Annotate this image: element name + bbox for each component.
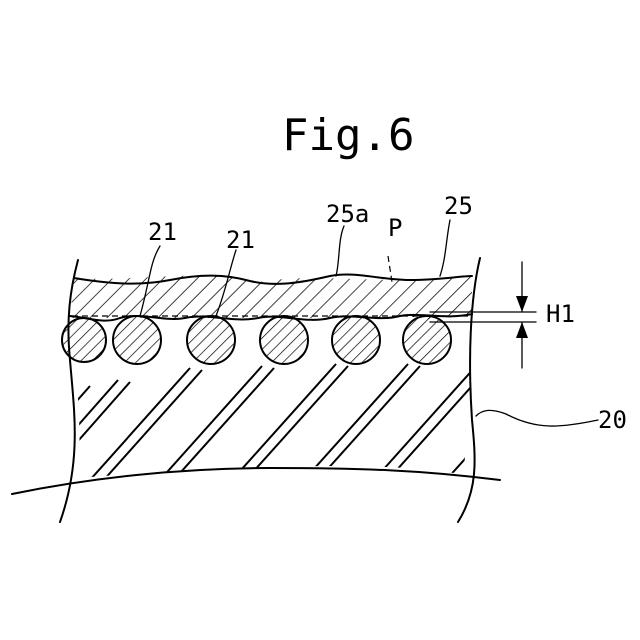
label-25a: 25a: [326, 200, 369, 228]
leader-20: [476, 410, 598, 426]
label-20: 20: [598, 406, 627, 434]
label-21-right: 21: [226, 226, 255, 254]
leader-25: [440, 220, 450, 276]
fiber-row: [62, 316, 451, 364]
label-21-left: 21: [148, 218, 177, 246]
bottom-wave: [12, 468, 500, 494]
fiber-cross-section: [187, 316, 235, 364]
label-p: P: [388, 214, 402, 242]
leader-25a: [336, 226, 344, 276]
fiber-cross-section: [260, 316, 308, 364]
label-h1: H1: [546, 300, 575, 328]
base-body: [30, 364, 530, 482]
fiber-cross-section: [403, 316, 451, 364]
fiber-cross-section: [332, 316, 380, 364]
figure-title: Fig.6: [282, 110, 414, 161]
fiber-cross-section: [113, 316, 161, 364]
label-25: 25: [444, 192, 473, 220]
